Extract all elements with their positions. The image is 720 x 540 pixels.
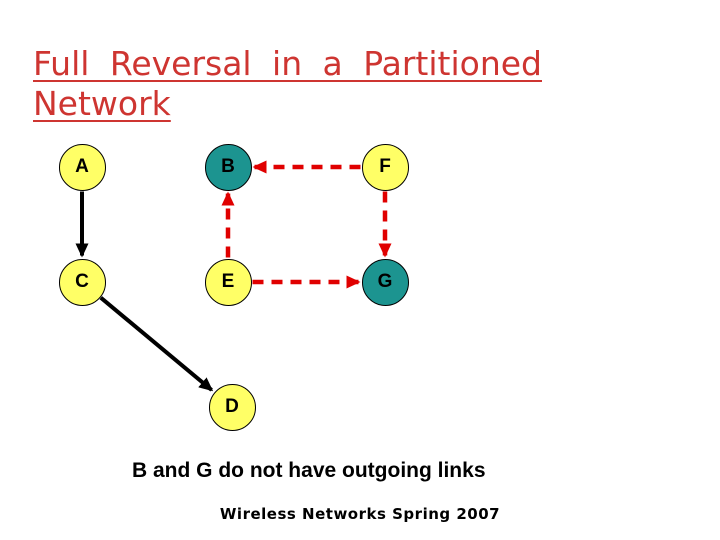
node-A: A [58, 143, 106, 191]
slide-title: Full Reversal in a Partitioned Network [33, 44, 542, 124]
node-D: D [208, 383, 256, 431]
node-F: F [361, 143, 409, 191]
slide-title-line2: Network [33, 84, 171, 124]
node-C: C [58, 258, 106, 306]
node-E: E [204, 258, 252, 306]
node-B: B [204, 143, 252, 191]
slide-title-line1: Full Reversal in a Partitioned [33, 44, 542, 84]
node-G: G [361, 258, 409, 306]
footer: Wireless Networks Spring 2007 [219, 505, 501, 523]
caption: B and G do not have outgoing links [132, 459, 486, 482]
edge-C-D [99, 296, 214, 392]
